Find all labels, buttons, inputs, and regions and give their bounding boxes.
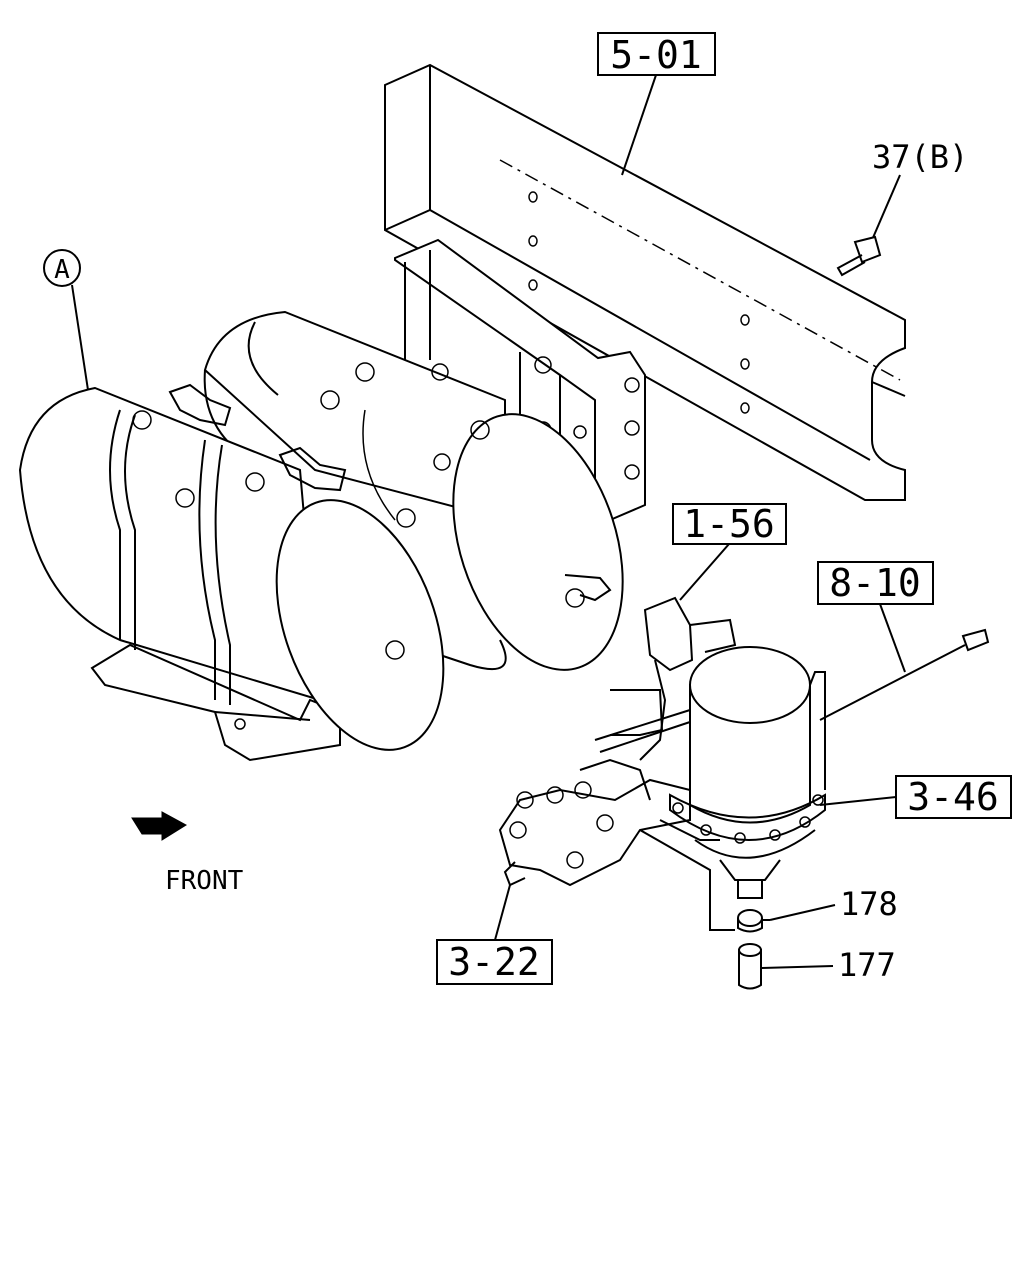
callout-label-8-10: 8-10 (829, 561, 921, 605)
callout-label-5-01: 5-01 (610, 33, 702, 77)
callout-label-3-22: 3-22 (448, 940, 540, 984)
front-arrow-icon (131, 811, 187, 841)
callout-label-1-56: 1-56 (683, 502, 775, 546)
fitting-178: 178 (737, 885, 898, 933)
callout-label-178: 178 (840, 885, 898, 923)
callout-label-177: 177 (838, 946, 896, 984)
front-direction-indicator: FRONT (131, 811, 244, 896)
bolt-37b: 37(B) (836, 138, 968, 277)
callout-3-22: 3-22 (436, 884, 553, 985)
callout-5-01: 5-01 (597, 32, 716, 176)
callout-label-3-46: 3-46 (907, 775, 999, 819)
pipe-177: 177 (738, 943, 896, 990)
callout-label-a: A (54, 255, 70, 285)
frame-rail (384, 63, 906, 501)
air-tank-rear (203, 310, 624, 671)
harness-8-10: 8-10 (817, 561, 990, 721)
valve-1-56: 1-56 (639, 502, 787, 761)
air-tank-front (18, 383, 445, 751)
front-label: FRONT (165, 866, 244, 896)
callout-circle-a: A (43, 249, 89, 391)
manifold-assembly (498, 689, 735, 931)
tank-cradle (90, 643, 341, 762)
air-dryer-3-46: 3-46 (669, 646, 1012, 899)
callout-label-37b: 37(B) (872, 138, 968, 176)
